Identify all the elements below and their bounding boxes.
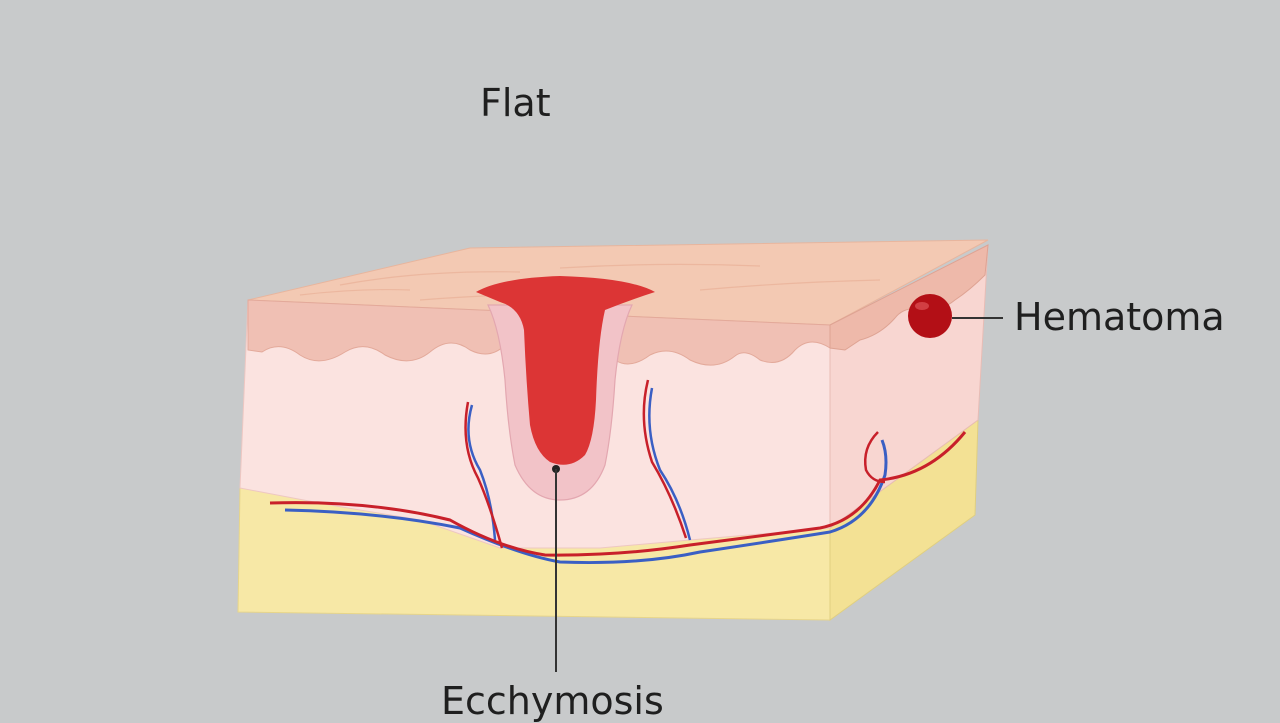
vein-vessel — [284, 439, 888, 565]
ecchymosis-label: Ecchymosis — [441, 679, 664, 723]
ecchymosis-blood — [476, 276, 655, 465]
hematoma-blob — [908, 294, 952, 338]
artery-branch-middle — [642, 379, 688, 539]
vein-branch-middle — [648, 387, 692, 541]
hematoma-label: Hematoma — [1014, 295, 1225, 339]
artery-branch-left — [464, 401, 504, 549]
artery-vessel — [269, 431, 967, 557]
diagram-title: Flat — [480, 81, 551, 125]
artery-branch-right — [864, 431, 886, 484]
hematoma-highlight — [915, 302, 929, 310]
